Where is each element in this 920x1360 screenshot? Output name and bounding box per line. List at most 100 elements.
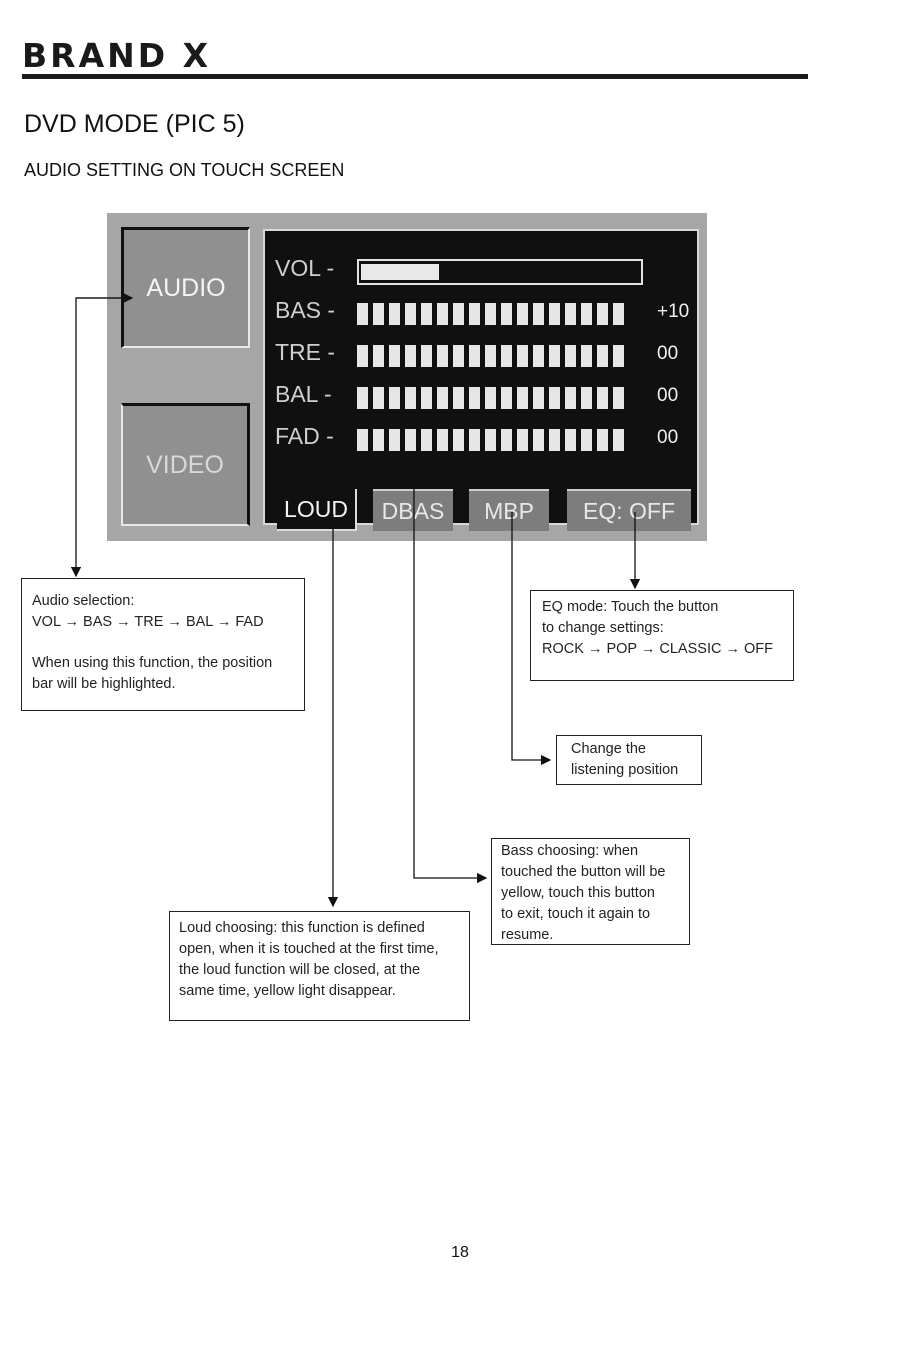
eq-note-line2: to change settings:: [542, 620, 664, 636]
level-segment: [373, 429, 384, 451]
level-segment: [469, 387, 480, 409]
level-segment: [485, 303, 496, 325]
tre-row[interactable]: TRE - 00: [265, 337, 697, 373]
audio-button-label: AUDIO: [146, 273, 226, 302]
level-segment: [533, 303, 544, 325]
level-segment: [597, 345, 608, 367]
bal-value: 00: [657, 385, 679, 406]
bas-label: BAS -: [275, 297, 336, 323]
fad-level-bars[interactable]: [357, 429, 624, 451]
level-segment: [437, 345, 448, 367]
mbp-button[interactable]: MBP: [469, 489, 549, 531]
level-segment: [469, 303, 480, 325]
level-segment: [565, 303, 576, 325]
level-segment: [533, 387, 544, 409]
brand-logo: BRAND X: [22, 36, 212, 75]
bal-label: BAL -: [275, 381, 332, 407]
loud-button[interactable]: LOUD: [277, 489, 357, 531]
level-segment: [357, 429, 368, 451]
mbp-note: Change the listening position: [556, 735, 702, 785]
level-segment: [597, 387, 608, 409]
level-segment: [517, 387, 528, 409]
bass-note-line5: resume.: [501, 927, 554, 943]
level-segment: [485, 429, 496, 451]
bal-level-bars[interactable]: [357, 387, 624, 409]
level-segment: [565, 345, 576, 367]
level-segment: [565, 429, 576, 451]
audio-settings-panel: VOL - BAS - +10 TRE - 00 BAL - 00 FAD - …: [263, 229, 699, 531]
tre-value: 00: [657, 343, 679, 364]
page-subtitle: AUDIO SETTING ON TOUCH SCREEN: [24, 160, 345, 180]
level-segment: [549, 429, 560, 451]
level-segment: [453, 387, 464, 409]
seq-tre: TRE: [134, 614, 164, 630]
level-segment: [581, 429, 592, 451]
level-segment: [453, 429, 464, 451]
seq-rock: ROCK: [542, 641, 584, 657]
bas-value: +10: [657, 301, 690, 322]
level-segment: [501, 345, 512, 367]
seq-off: OFF: [744, 641, 774, 657]
arrow-icon: →: [167, 614, 182, 630]
fad-row[interactable]: FAD - 00: [265, 421, 697, 457]
level-segment: [613, 429, 624, 451]
audio-callout-line: [70, 297, 122, 578]
eq-mode-note: EQ mode: Touch the button to change sett…: [530, 590, 794, 681]
tre-level-bars[interactable]: [357, 345, 624, 367]
audio-sequence: VOL → BAS → TRE → BAL → FAD: [32, 612, 304, 633]
seq-fad: FAD: [235, 614, 264, 630]
bass-note-line2: touched the button will be: [501, 864, 666, 880]
level-segment: [389, 387, 400, 409]
level-segment: [485, 387, 496, 409]
level-segment: [421, 303, 432, 325]
bas-level-bars[interactable]: [357, 303, 624, 325]
seq-classic: CLASSIC: [659, 641, 722, 657]
seq-vol: VOL: [32, 614, 61, 630]
eq-button[interactable]: EQ: OFF: [567, 489, 691, 531]
video-button[interactable]: VIDEO: [121, 403, 250, 526]
level-segment: [373, 345, 384, 367]
level-segment: [533, 345, 544, 367]
level-segment: [389, 303, 400, 325]
bass-note-line1: Bass choosing: when: [501, 843, 639, 859]
level-segment: [517, 345, 528, 367]
level-segment: [597, 303, 608, 325]
audio-note-line3: When using this function, the position: [32, 655, 273, 671]
seq-bal: BAL: [185, 614, 213, 630]
level-segment: [581, 345, 592, 367]
bass-note: Bass choosing: when touched the button w…: [491, 838, 690, 945]
arrow-icon: →: [64, 614, 80, 630]
loud-note-line4: same time, yellow light disappear.: [179, 983, 396, 999]
eq-note-line1: EQ mode: Touch the button: [542, 599, 719, 615]
level-segment: [405, 387, 416, 409]
bas-row[interactable]: BAS - +10: [265, 295, 697, 331]
level-segment: [357, 345, 368, 367]
audio-button[interactable]: AUDIO: [121, 227, 250, 348]
touch-screen: AUDIO VIDEO VOL - BAS - +10 TRE - 00 BAL…: [107, 213, 707, 541]
page-title: DVD MODE (PIC 5): [24, 110, 245, 138]
fad-value: 00: [657, 427, 679, 448]
bal-row[interactable]: BAL - 00: [265, 379, 697, 415]
level-segment: [357, 303, 368, 325]
mbp-note-line1: Change the: [571, 741, 646, 757]
audio-selection-note: Audio selection: VOL → BAS → TRE → BAL →…: [21, 578, 305, 711]
level-segment: [549, 387, 560, 409]
level-segment: [501, 429, 512, 451]
level-segment: [469, 345, 480, 367]
vol-row[interactable]: VOL -: [265, 253, 697, 289]
level-segment: [613, 303, 624, 325]
page-number: 18: [451, 1244, 469, 1261]
arrow-icon: →: [216, 614, 232, 630]
level-segment: [357, 387, 368, 409]
arrow-icon: →: [587, 641, 603, 657]
loud-note: Loud choosing: this function is defined …: [169, 911, 470, 1021]
dbas-button[interactable]: DBAS: [373, 489, 453, 531]
level-segment: [581, 303, 592, 325]
eq-sequence: ROCK → POP → CLASSIC → OFF: [542, 639, 793, 660]
level-segment: [565, 387, 576, 409]
seq-bas: BAS: [83, 614, 113, 630]
level-segment: [453, 345, 464, 367]
mbp-note-line2: listening position: [571, 762, 679, 778]
vol-slider[interactable]: [357, 259, 643, 285]
level-segment: [613, 345, 624, 367]
